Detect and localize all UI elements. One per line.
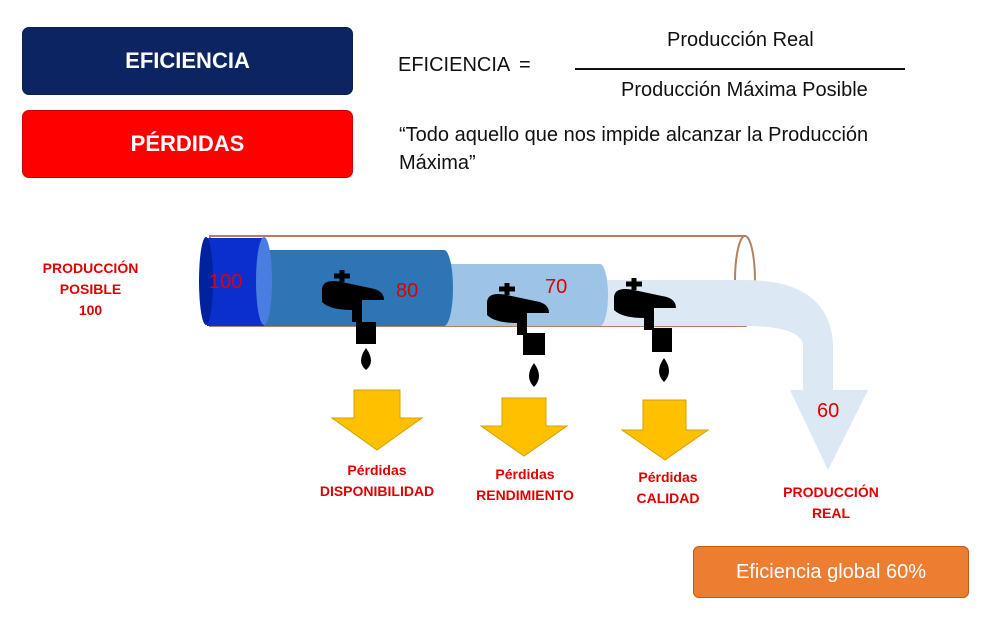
eficiencia-box: EFICIENCIA [22, 27, 353, 95]
stage-value-70: 70 [545, 276, 568, 298]
stage-100-cylinder [199, 237, 272, 326]
loss-label-calidad: Pérdidas CALIDAD [618, 467, 718, 509]
production-possible-line1: PRODUCCIÓN [42, 260, 139, 276]
fraction-line [575, 68, 905, 70]
loss-arrow-rendimiento [479, 397, 569, 457]
loss-title: Pérdidas [638, 469, 698, 485]
loss-type: DISPONIBILIDAD [319, 483, 435, 499]
loss-type: CALIDAD [636, 490, 700, 506]
loss-label-disponibilidad: Pérdidas DISPONIBILIDAD [307, 460, 447, 502]
production-possible-line2: POSIBLE [59, 281, 122, 297]
tap-icon [614, 278, 676, 382]
formula-label: EFICIENCIA [398, 54, 511, 76]
loss-arrow-disponibilidad [330, 389, 424, 451]
production-possible-label: PRODUCCIÓN POSIBLE 100 [28, 258, 153, 321]
stage-value-60: 60 [817, 400, 840, 422]
production-real-line2: REAL [811, 505, 851, 521]
production-real-line1: PRODUCCIÓN [783, 484, 879, 500]
tap-icon [322, 270, 384, 370]
loss-title: Pérdidas [495, 466, 555, 482]
losses-definition: “Todo aquello que nos impide alcanzar la… [399, 124, 869, 174]
stage-value-100: 100 [209, 271, 243, 293]
perdidas-box: PÉRDIDAS [22, 110, 353, 178]
formula-numerator: Producción Real [667, 29, 814, 51]
loss-arrow-calidad [620, 399, 710, 461]
loss-title: Pérdidas [347, 462, 407, 478]
real-production-flow [600, 280, 868, 470]
production-possible-value: 100 [78, 302, 103, 318]
tap-icon [487, 283, 549, 387]
loss-label-rendimiento: Pérdidas RENDIMIENTO [458, 464, 592, 506]
production-real-label: PRODUCCIÓN REAL [766, 482, 896, 524]
formula-equals: = [519, 54, 531, 76]
stage-value-80: 80 [396, 280, 419, 302]
global-efficiency-box: Eficiencia global 60% [693, 546, 969, 598]
loss-type: RENDIMIENTO [476, 487, 574, 503]
formula-denominator: Producción Máxima Posible [621, 79, 868, 101]
